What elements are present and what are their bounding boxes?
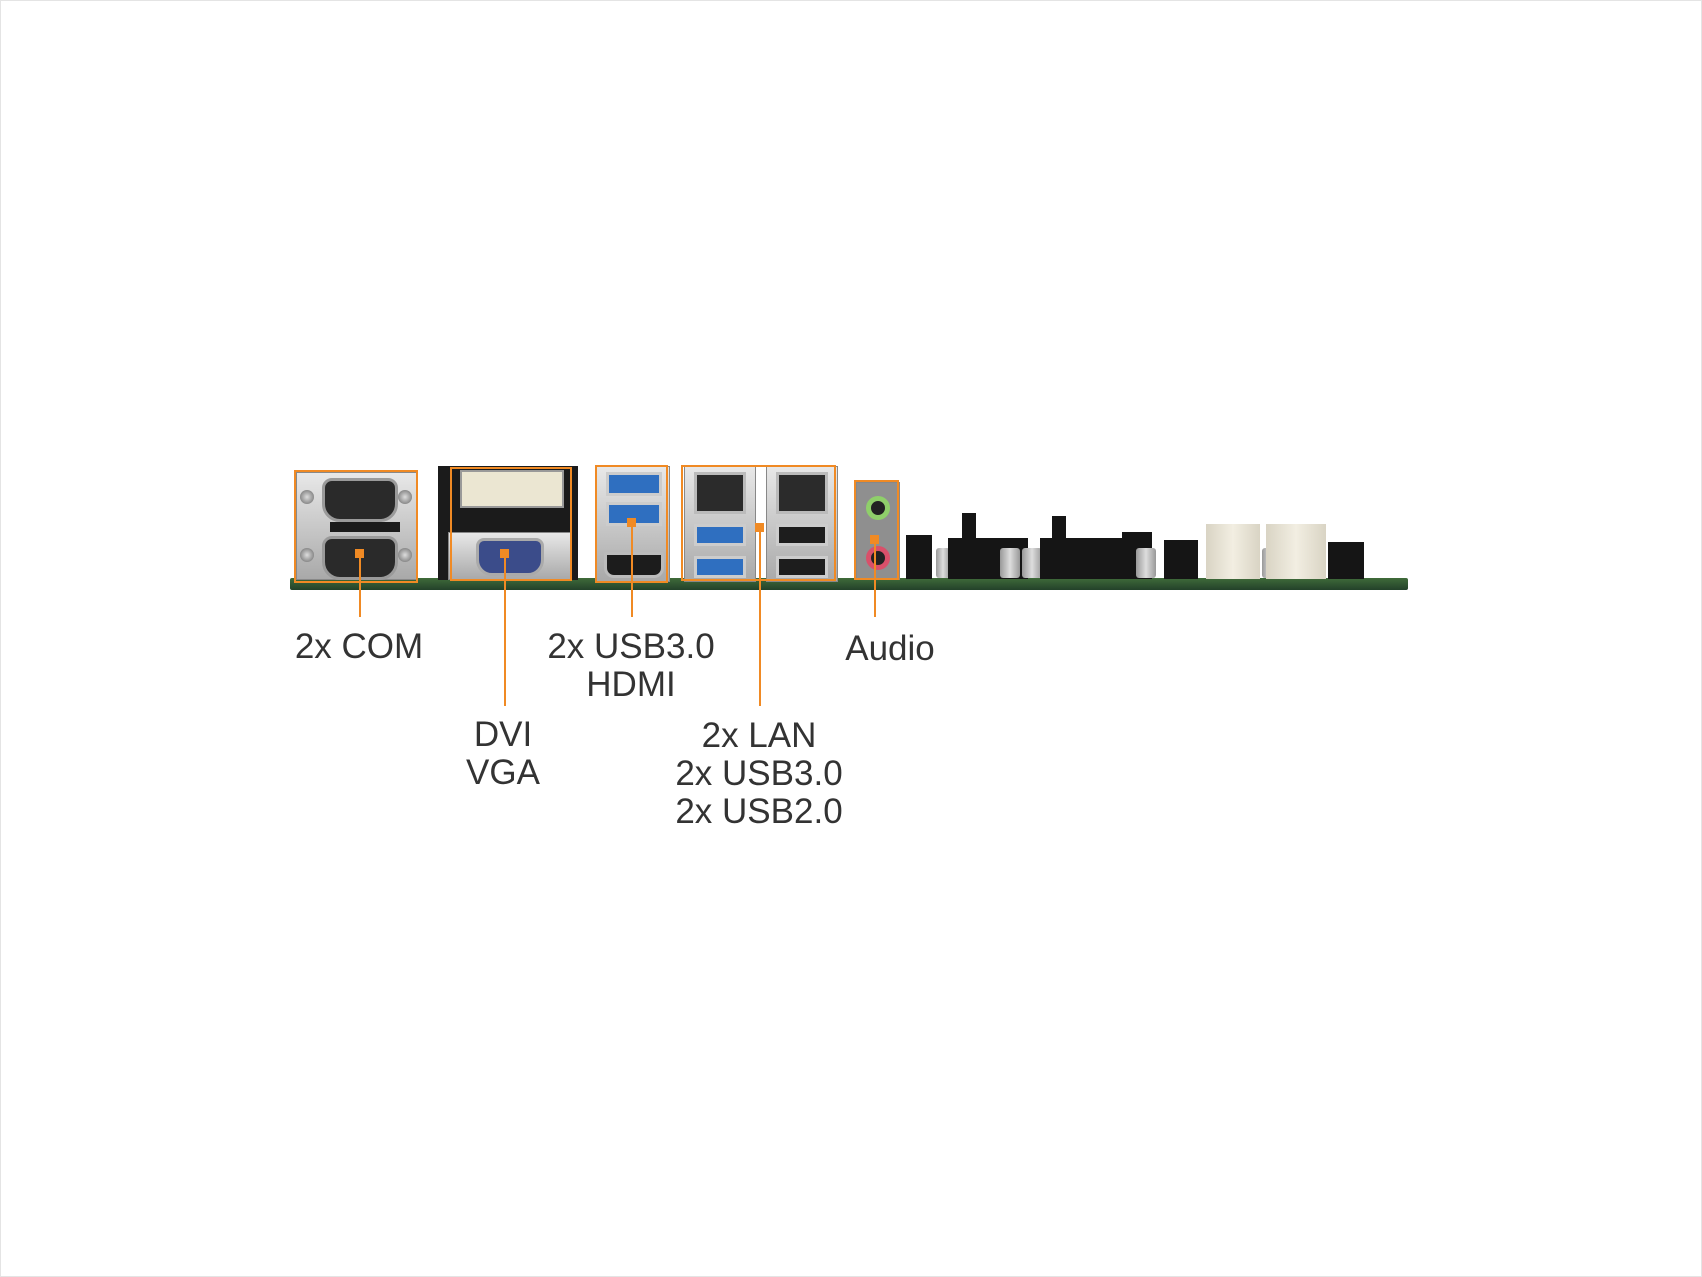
screw-icon (300, 490, 314, 504)
screw-icon (300, 548, 314, 562)
label-line: 2x USB3.0 (675, 754, 843, 793)
vga-port (476, 538, 544, 576)
screw-icon (398, 548, 412, 562)
usb-hdmi-marker (627, 518, 636, 527)
audio-label: Audio (845, 630, 935, 668)
label-line: 2x COM (294, 627, 424, 666)
capacitor (1022, 548, 1042, 578)
label-line: Audio (845, 629, 935, 668)
component (1164, 540, 1198, 579)
usb-hdmi-label: 2x USB3.0 HDMI (547, 628, 714, 704)
label-line: 2x LAN (701, 716, 817, 755)
dvi-vga-leader-line (504, 554, 506, 706)
lan-usb-marker (755, 523, 764, 532)
capacitor (936, 548, 950, 578)
dvi-vga-highlight-box (450, 467, 572, 581)
audio-highlight-box (854, 480, 899, 580)
com-highlight-box (294, 470, 418, 583)
com-leader-line (359, 554, 361, 617)
com-port-1 (322, 478, 398, 522)
usb3-port (694, 524, 746, 546)
com-label: 2x COM (295, 628, 423, 666)
audio-jack-pink (866, 546, 890, 570)
connector-header (1206, 524, 1260, 579)
label-line: 2x USB2.0 (675, 792, 843, 831)
label-line: VGA (466, 753, 540, 792)
connector-header (1266, 524, 1326, 579)
usb2-port (776, 524, 828, 546)
audio-leader-line (874, 540, 876, 617)
lan-usb-label: 2x LAN 2x USB3.0 2x USB2.0 (675, 717, 842, 831)
usb3-port (606, 472, 662, 496)
label-line: HDMI (586, 665, 676, 704)
label-line: DVI (473, 715, 533, 754)
com-marker (355, 549, 364, 558)
lan-usb-leader-line (759, 528, 761, 706)
capacitor (1136, 548, 1156, 578)
usb3-port (694, 556, 746, 578)
lan-usb-highlight-box (681, 465, 836, 581)
component (1328, 542, 1364, 579)
dvi-vga-label: DVI VGA (466, 716, 540, 792)
screw-icon (398, 490, 412, 504)
dvi-vga-marker (500, 549, 509, 558)
usb-hdmi-leader-line (631, 523, 633, 617)
usb2-port (776, 556, 828, 578)
lan-port (776, 472, 828, 514)
pcb-edge (290, 578, 1408, 590)
capacitor (1000, 548, 1020, 578)
audio-marker (870, 535, 879, 544)
hdmi-port (604, 552, 664, 578)
audio-jack-green (866, 496, 890, 520)
lan-port (694, 472, 746, 514)
component (906, 535, 932, 579)
label-line: 2x USB3.0 (547, 627, 715, 666)
com-gap (330, 522, 400, 532)
dvi-port (460, 470, 564, 508)
